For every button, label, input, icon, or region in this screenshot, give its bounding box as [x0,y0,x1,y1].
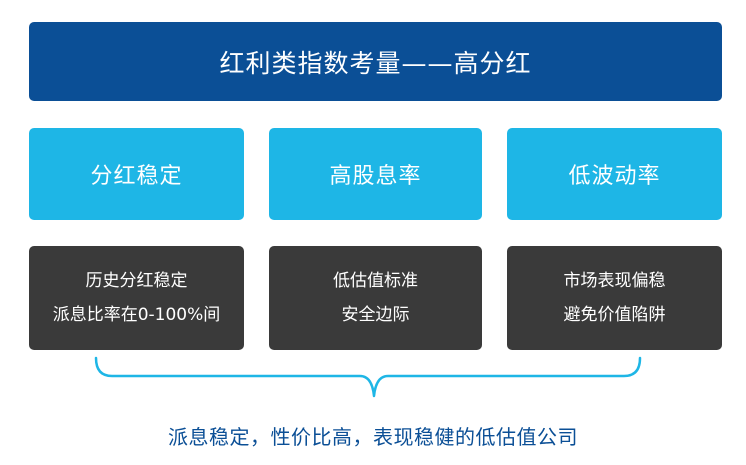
diagram-title: 红利类指数考量——高分红 [29,22,722,101]
desc-line: 历史分红稳定 [85,271,188,291]
pillar-low-volatility: 低波动率 [507,128,722,220]
desc-low-volatility: 市场表现偏稳 避免价值陷阱 [507,246,722,350]
pillar-high-dividend-yield: 高股息率 [269,128,482,220]
desc-high-dividend-yield: 低估值标准 安全边际 [269,246,482,350]
desc-line: 派息比率在0-100%间 [52,305,221,325]
pillar-dividend-stability: 分红稳定 [29,128,244,220]
desc-line: 避免价值陷阱 [563,305,666,325]
desc-dividend-stability: 历史分红稳定 派息比率在0-100%间 [29,246,244,350]
desc-line: 市场表现偏稳 [563,271,666,291]
summary-text: 派息稳定，性价比高，表现稳健的低估值公司 [168,425,578,449]
desc-line: 低估值标准 [333,271,418,291]
desc-line: 安全边际 [341,305,410,325]
brace-path [94,356,642,398]
